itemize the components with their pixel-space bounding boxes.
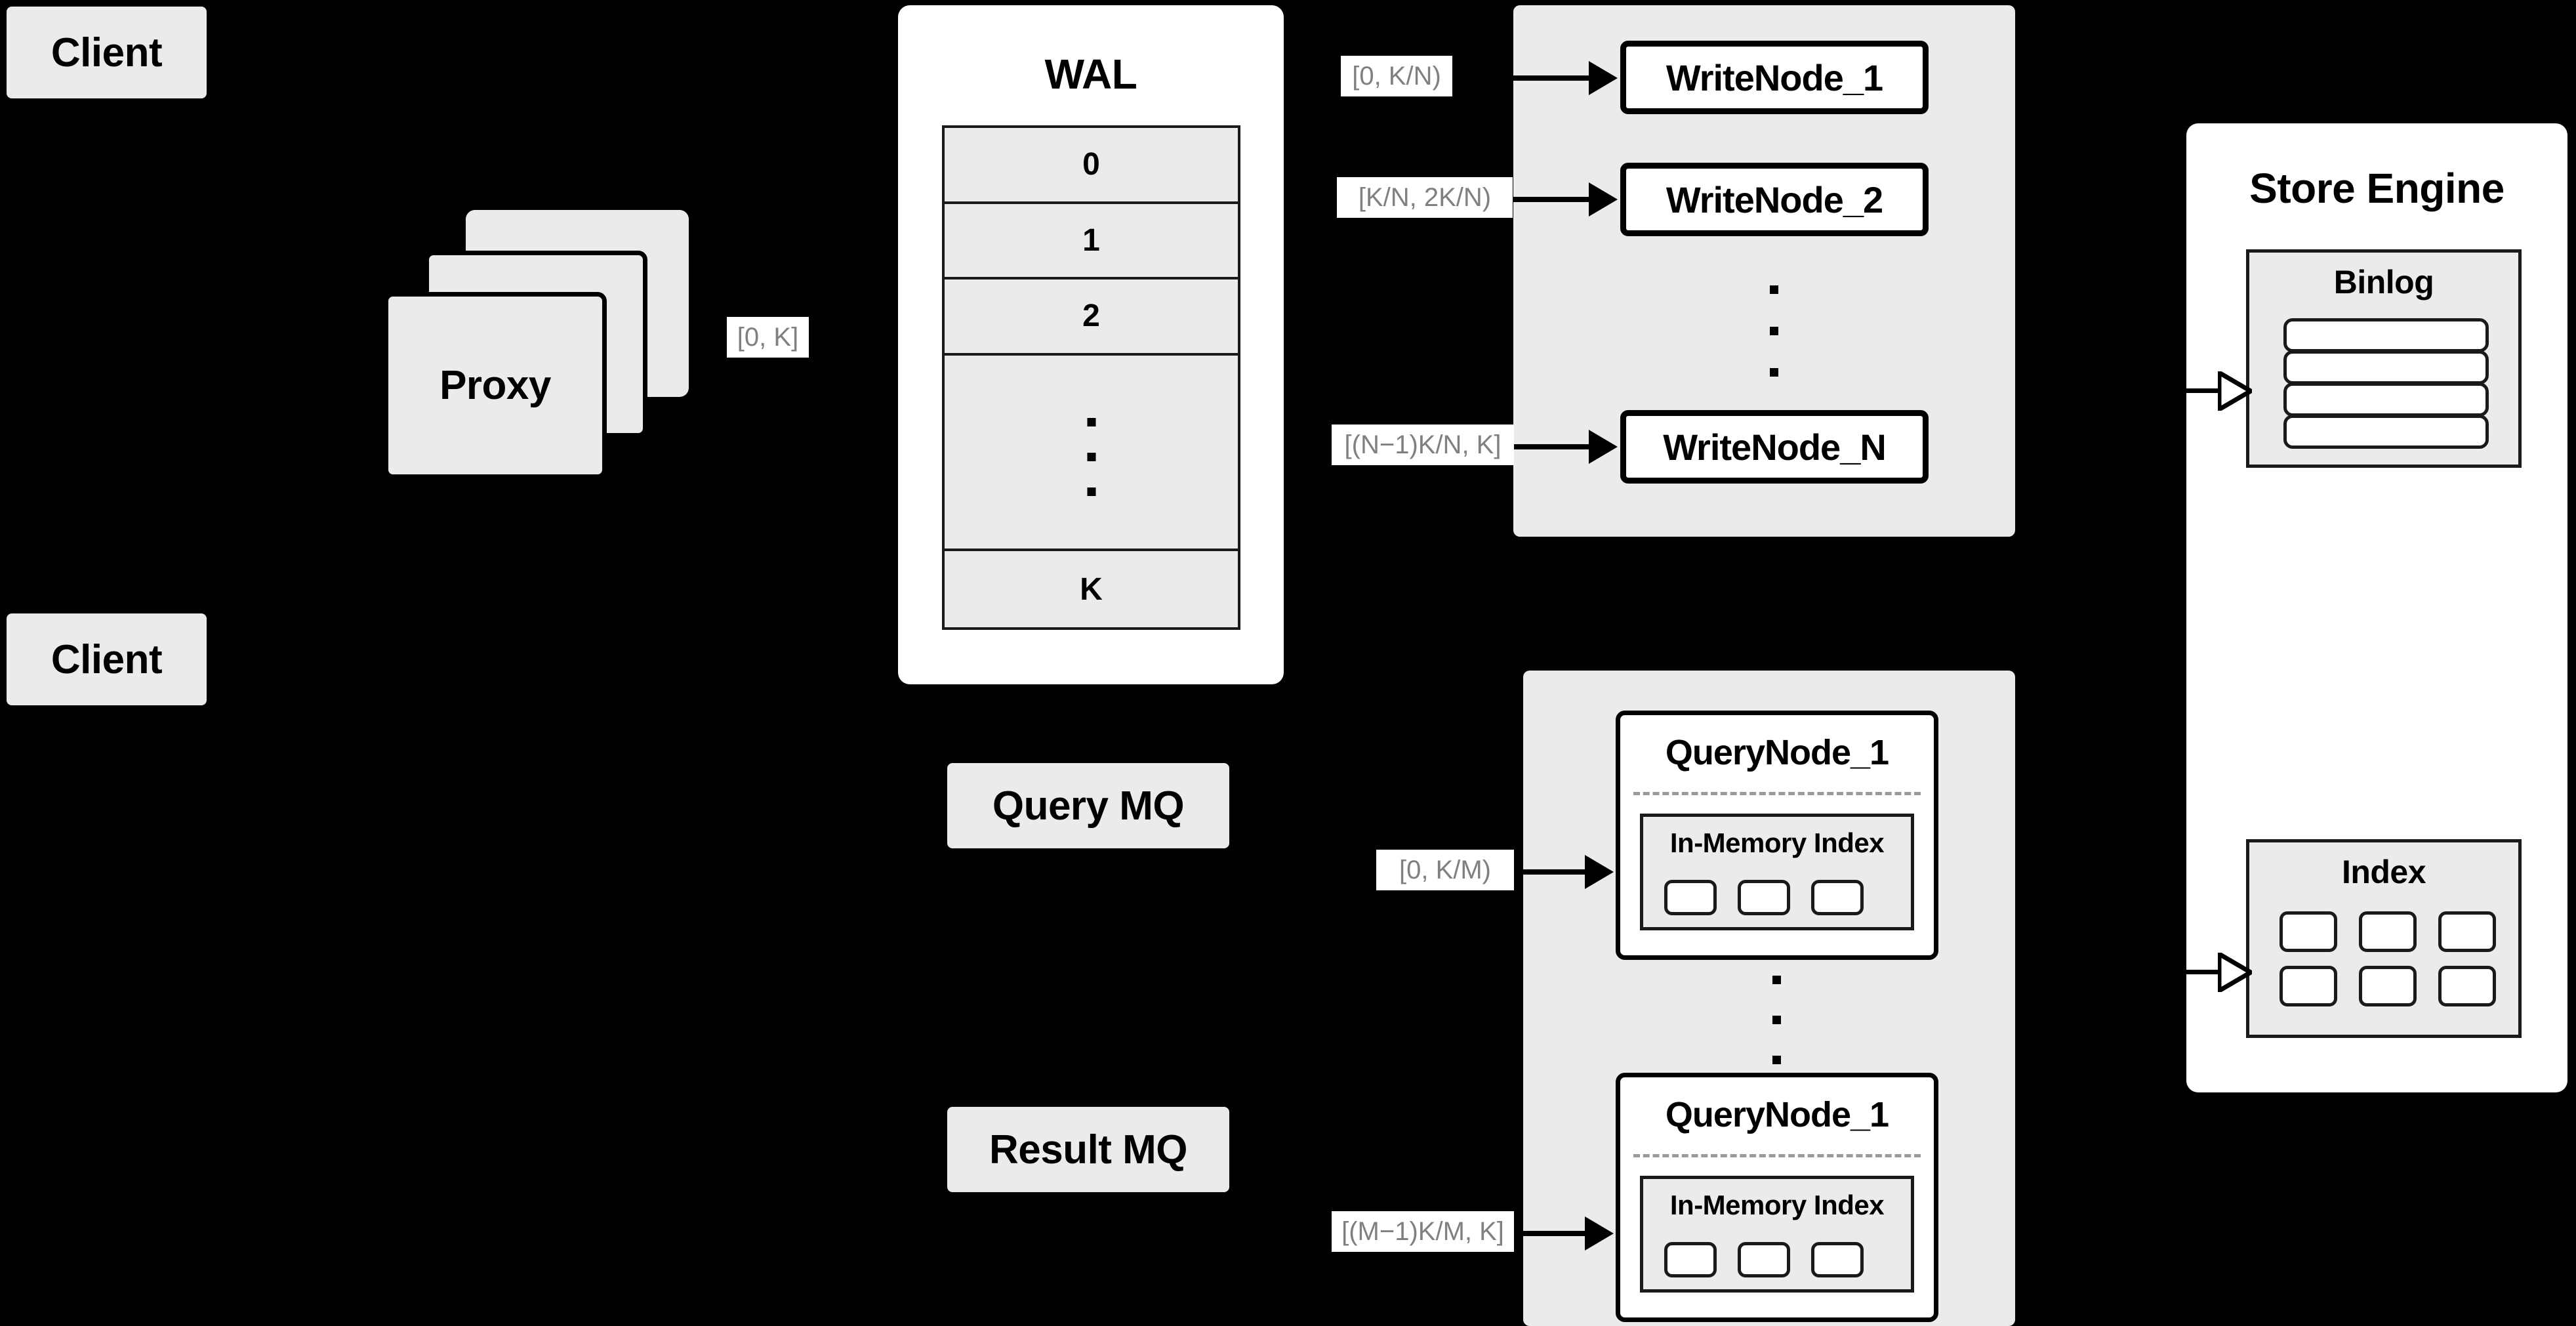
write-node-2-label: WriteNode_2 [1666,178,1883,220]
arrow-head-to-index [2217,949,2255,995]
arrow-line-to-index [2186,970,2220,974]
query-node-1[interactable]: QueryNode_1 In-Memory Index [1616,711,1938,960]
arrow-head-wal-to-write-n [1589,430,1618,464]
query-node-1-label: QueryNode_1 [1665,733,1889,772]
query-mq-label: Query MQ [992,783,1185,829]
index-chip[interactable] [2359,911,2417,952]
arrow-head-wal-to-write-1 [1589,61,1618,95]
edge-label-mq-to-query-1: [0, K/M) [1376,850,1514,890]
wal-row[interactable]: 2 [945,280,1238,356]
write-node-2[interactable]: WriteNode_2 [1620,163,1929,236]
index-chip[interactable] [2359,966,2417,1006]
binlog-row[interactable] [2283,415,2489,449]
client-label-1: Client [51,30,163,75]
query-node-m-inmemory-index: In-Memory Index [1640,1176,1914,1293]
inmemory-index-chip[interactable] [1738,880,1790,915]
index-chip[interactable] [2438,966,2496,1006]
wal-row[interactable]: K [1080,571,1103,607]
inmemory-index-chip[interactable] [1811,1242,1864,1277]
arrow-head-mq-to-query-1 [1585,855,1614,889]
index-chip[interactable] [2280,911,2337,952]
store-engine-title: Store Engine [2249,165,2504,212]
result-mq-box[interactable]: Result MQ [947,1107,1229,1192]
proxy-card-front[interactable]: Proxy [384,292,607,479]
wal-row[interactable]: 1 [945,204,1238,280]
query-node-ellipsis-dots [1772,976,1781,1064]
query-node-m[interactable]: QueryNode_1 In-Memory Index [1616,1073,1938,1322]
edge-label-wal-to-write-2: [K/N, 2K/N) [1337,177,1513,218]
edge-label-wal-to-write-n: [(N−1)K/N, K] [1332,425,1514,465]
index-panel: Index [2246,839,2522,1038]
edge-label-proxy-to-wal: [0, K] [727,317,809,358]
binlog-panel: Binlog [2246,249,2522,468]
inmemory-index-chip[interactable] [1738,1242,1790,1277]
binlog-row[interactable] [2283,318,2489,352]
arrow-line-to-binlog [2186,388,2220,393]
write-node-1[interactable]: WriteNode_1 [1620,41,1929,114]
edge-label-mq-to-query-m: [(M−1)K/M, K] [1332,1211,1514,1252]
write-node-1-label: WriteNode_1 [1666,56,1883,98]
wal-row-ellipsis [945,356,1238,552]
client-label-2: Client [51,636,163,682]
binlog-row[interactable] [2283,350,2489,384]
arrow-line-mq-to-query-m [1515,1231,1587,1236]
arrow-line-wal-to-write-n [1512,444,1591,449]
index-title: Index [2341,854,2426,890]
inmemory-index-chip[interactable] [1664,1242,1717,1277]
wal-panel: WAL 0 1 2 K [898,5,1284,684]
store-engine-panel: Store Engine Binlog Index [2186,123,2567,1092]
arrow-line-mq-to-query-1 [1515,869,1587,875]
edge-label-wal-to-write-1: [0, K/N) [1341,56,1452,96]
write-node-n[interactable]: WriteNode_N [1620,410,1929,484]
proxy-label: Proxy [440,363,551,408]
query-node-m-label: QueryNode_1 [1665,1095,1889,1134]
query-node-m-divider [1633,1154,1921,1157]
arrow-head-wal-to-write-2 [1589,182,1618,217]
result-mq-label: Result MQ [989,1127,1188,1172]
query-node-1-inmemory-index-title: In-Memory Index [1669,827,1885,858]
arrow-head-mq-to-query-m [1585,1216,1614,1251]
arrow-line-wal-to-write-2 [1512,197,1591,202]
index-chip[interactable] [2438,911,2496,952]
index-chip[interactable] [2280,966,2337,1006]
wal-table: 0 1 2 K [942,125,1240,630]
query-mq-box[interactable]: Query MQ [947,763,1229,848]
query-node-1-inmemory-index: In-Memory Index [1640,814,1914,930]
query-node-m-inmemory-index-title: In-Memory Index [1669,1190,1885,1220]
client-box-2[interactable]: Client [7,613,207,705]
write-node-ellipsis-dots [1770,285,1778,377]
wal-ellipsis-dots [1087,417,1095,496]
binlog-title: Binlog [2333,264,2434,300]
arrow-line-wal-to-write-1 [1450,75,1591,81]
client-box-1[interactable]: Client [7,7,207,98]
inmemory-index-chip[interactable] [1664,880,1717,915]
binlog-row[interactable] [2283,383,2489,417]
arrow-head-to-binlog [2217,368,2255,414]
wal-row[interactable]: 0 [945,128,1238,204]
inmemory-index-chip[interactable] [1811,880,1864,915]
wal-title: WAL [1044,51,1137,98]
query-node-1-divider [1633,792,1921,795]
write-node-n-label: WriteNode_N [1663,426,1887,468]
